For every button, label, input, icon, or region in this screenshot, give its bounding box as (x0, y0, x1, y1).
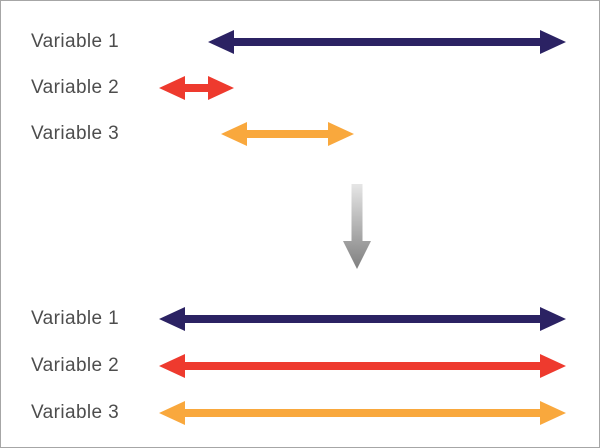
variable-1-range-arrow (159, 307, 566, 331)
variable-2-range-arrow (159, 354, 566, 378)
variable-2-label: Variable 2 (31, 77, 120, 98)
variable-1-range-arrow (208, 30, 566, 54)
variable-2-range-arrow (159, 76, 234, 100)
variable-3-label: Variable 3 (31, 402, 120, 423)
arrowhead-right-icon (540, 401, 566, 425)
variable-3-range-arrow (221, 122, 354, 146)
down-arrow-icon (343, 184, 371, 269)
arrow-shaft (172, 409, 553, 417)
variable-2-label: Variable 2 (31, 355, 120, 376)
arrowhead-right-icon (208, 76, 234, 100)
bottom-row-variable-3: Variable 3 (1, 401, 599, 425)
top-row-variable-1: Variable 1 (1, 30, 599, 54)
bottom-row-variable-1: Variable 1 (1, 307, 599, 331)
variable-1-label: Variable 1 (31, 308, 120, 329)
arrow-shaft (221, 38, 553, 46)
variable-1-label: Variable 1 (31, 31, 120, 52)
arrowhead-right-icon (540, 30, 566, 54)
bottom-row-variable-2: Variable 2 (1, 354, 599, 378)
variable-3-label: Variable 3 (31, 123, 120, 144)
arrowhead-right-icon (540, 354, 566, 378)
arrowhead-right-icon (540, 307, 566, 331)
variable-3-range-arrow (159, 401, 566, 425)
arrow-shaft (172, 362, 553, 370)
top-row-variable-2: Variable 2 (1, 76, 599, 100)
arrow-shaft (234, 130, 341, 138)
top-row-variable-3: Variable 3 (1, 122, 599, 146)
arrowhead-right-icon (328, 122, 354, 146)
arrow-shaft (172, 84, 221, 92)
arrow-shaft (172, 315, 553, 323)
